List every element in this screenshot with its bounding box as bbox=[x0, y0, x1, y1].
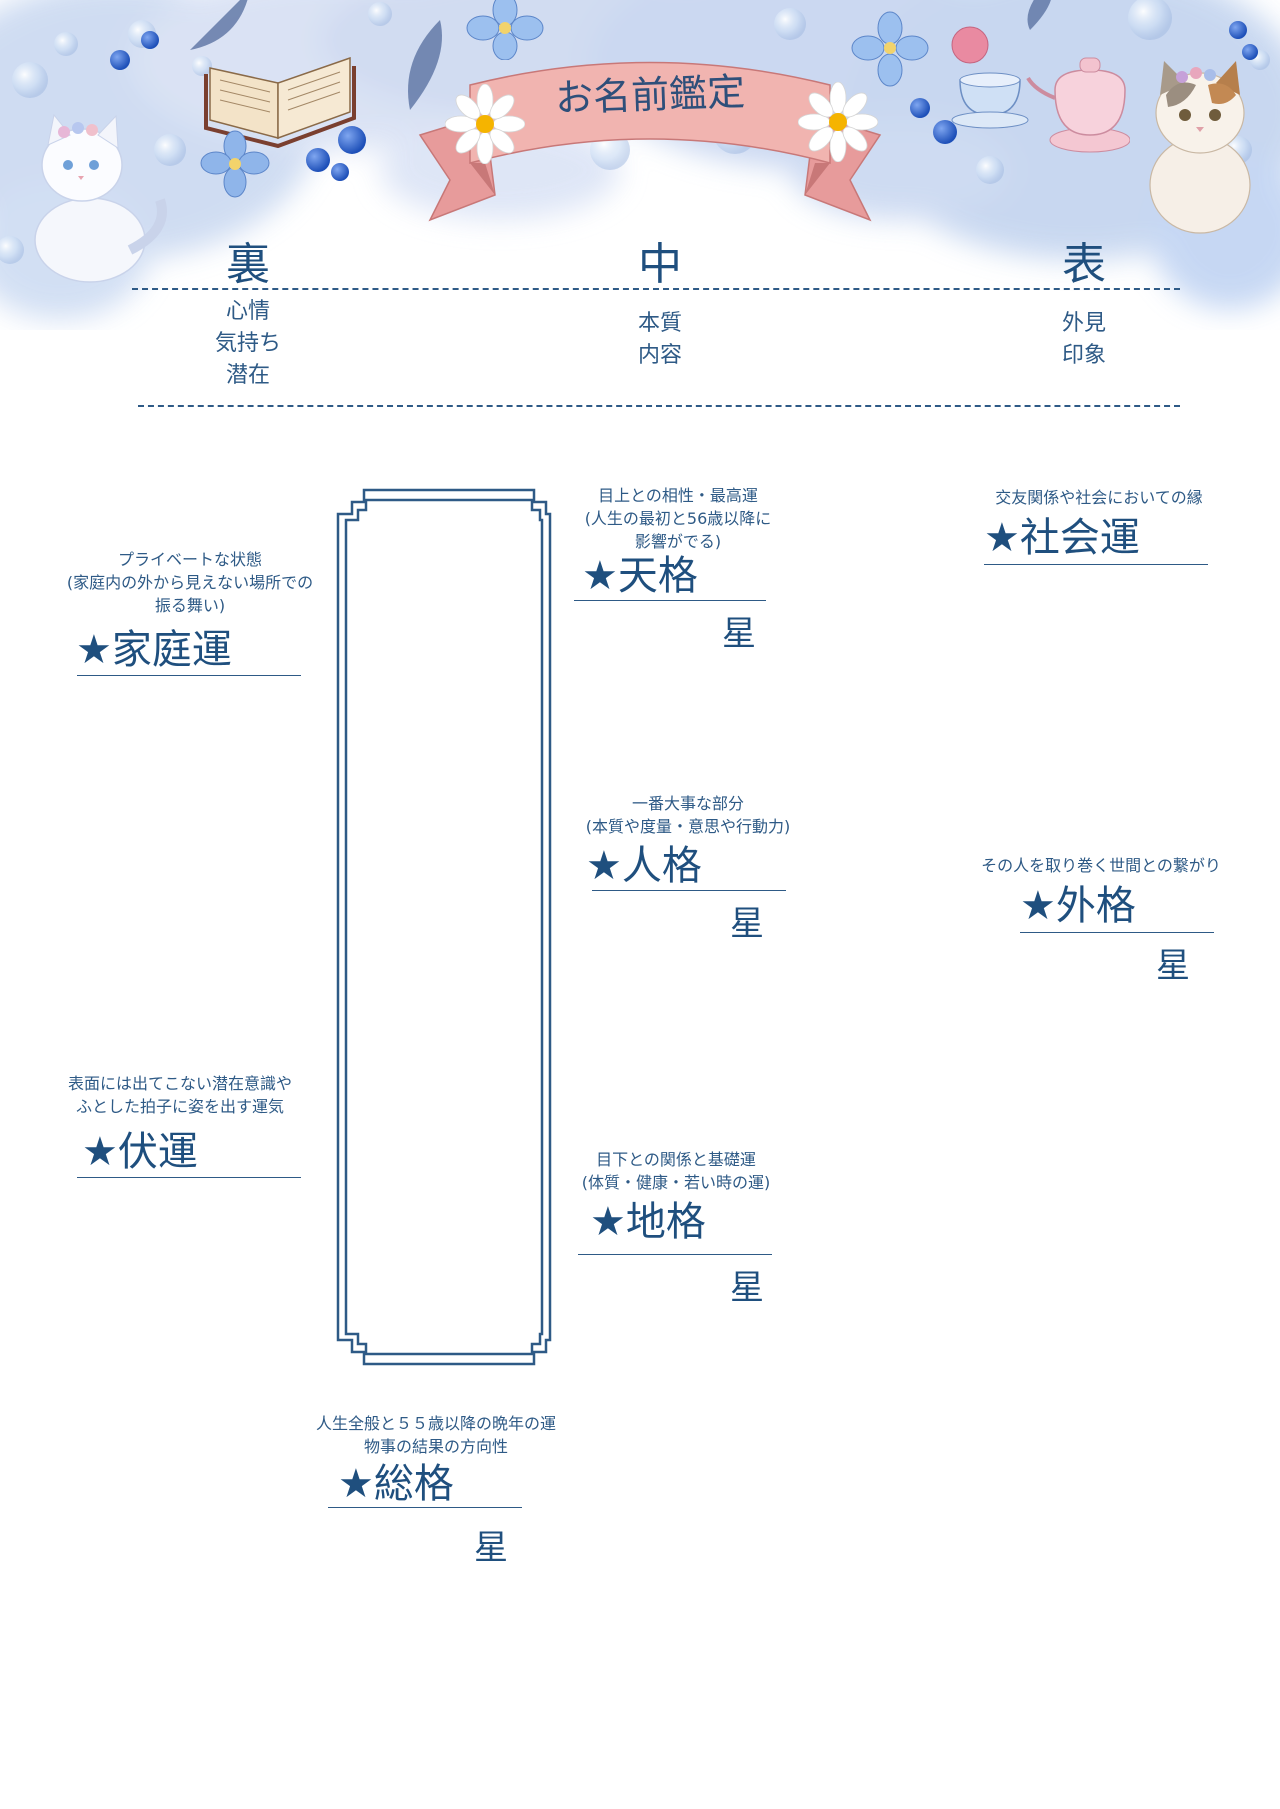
desc-line: 潜在 bbox=[225, 363, 270, 388]
gaikaku-label: ★外格 bbox=[1020, 883, 1136, 929]
tenkaku-label: ★天格 bbox=[582, 553, 698, 599]
jinkaku-unit: 星 bbox=[730, 904, 764, 944]
fuku-underline[interactable] bbox=[77, 1177, 301, 1178]
jinkaku-label: ★人格 bbox=[586, 843, 702, 889]
note-line: プライベートな状態 bbox=[117, 550, 262, 569]
column-heading-back: 裏 bbox=[226, 239, 270, 290]
divider-top bbox=[132, 288, 1180, 290]
sokaku-underline[interactable] bbox=[328, 1507, 522, 1508]
note-line: 目上との相性・最高運 bbox=[598, 486, 758, 505]
jinkaku-note: 一番大事な部分 (本質や度量・意思や行動力) bbox=[578, 792, 798, 838]
column-heading-front: 表 bbox=[1062, 239, 1106, 290]
fuku-note: 表面には出てこない潜在意識や ふとした拍子に姿を出す運気 bbox=[56, 1072, 304, 1118]
note-line: (家庭内の外から見えない場所での bbox=[66, 573, 314, 592]
flower-icon bbox=[466, 0, 544, 60]
desc-line: 印象 bbox=[1061, 343, 1106, 368]
shakai-underline[interactable] bbox=[984, 564, 1208, 565]
fuku-label: ★伏運 bbox=[82, 1129, 198, 1175]
daisy-icon bbox=[445, 84, 525, 164]
note-line: ふとした拍子に姿を出す運気 bbox=[75, 1097, 284, 1116]
sokaku-unit: 星 bbox=[474, 1528, 508, 1568]
note-line: 人生全般と５５歳以降の晩年の運 bbox=[315, 1414, 556, 1433]
desc-line: 心情 bbox=[225, 299, 270, 324]
page-title: お名前鑑定 bbox=[554, 69, 746, 121]
book-icon bbox=[204, 56, 356, 148]
flower-icon bbox=[200, 130, 270, 198]
tenkaku-unit: 星 bbox=[722, 614, 756, 654]
daisy-icon bbox=[798, 82, 878, 162]
sokaku-label: ★総格 bbox=[338, 1461, 454, 1507]
gaikaku-unit: 星 bbox=[1156, 946, 1190, 986]
desc-line: 内容 bbox=[637, 343, 682, 368]
note-line: 影響がでる) bbox=[634, 532, 722, 551]
cat-calico-icon bbox=[1149, 61, 1251, 234]
jinkaku-underline[interactable] bbox=[592, 890, 786, 891]
tenkaku-note: 目上との相性・最高運 (人生の最初と56歳以降に 影響がでる) bbox=[578, 484, 778, 553]
cat-white-icon bbox=[34, 113, 167, 283]
divider-bottom bbox=[138, 405, 1180, 407]
chikaku-label: ★地格 bbox=[590, 1199, 706, 1245]
column-heading-middle: 中 bbox=[638, 239, 682, 290]
gaikaku-underline[interactable] bbox=[1020, 932, 1214, 933]
gaikaku-note: その人を取り巻く世間との繋がり bbox=[970, 854, 1232, 877]
chikaku-unit: 星 bbox=[730, 1268, 764, 1308]
teapot-icon bbox=[951, 26, 1130, 153]
column-desc-back: 心情 気持ち 潜在 bbox=[168, 296, 328, 392]
tenkaku-underline[interactable] bbox=[574, 600, 766, 601]
desc-line: 外見 bbox=[1061, 311, 1106, 336]
note-line: 目下との関係と基礎運 bbox=[596, 1150, 756, 1169]
column-desc-front: 外見 印象 bbox=[1004, 308, 1164, 372]
note-line: 物事の結果の方向性 bbox=[363, 1437, 508, 1456]
desc-line: 気持ち bbox=[214, 331, 281, 356]
note-line: 一番大事な部分 bbox=[631, 794, 744, 813]
chikaku-underline[interactable] bbox=[578, 1254, 772, 1255]
note-line: 振る舞い) bbox=[154, 596, 226, 615]
flower-icon bbox=[851, 11, 929, 87]
katei-underline[interactable] bbox=[77, 675, 301, 676]
note-line: (体質・健康・若い時の運) bbox=[581, 1173, 771, 1192]
note-line: (本質や度量・意思や行動力) bbox=[585, 817, 791, 836]
chikaku-note: 目下との関係と基礎運 (体質・健康・若い時の運) bbox=[574, 1148, 778, 1194]
note-line: その人を取り巻く世間との繋がり bbox=[981, 856, 1221, 875]
column-desc-middle: 本質 内容 bbox=[580, 308, 740, 372]
desc-line: 本質 bbox=[637, 311, 682, 336]
sokaku-note: 人生全般と５５歳以降の晩年の運 物事の結果の方向性 bbox=[300, 1412, 572, 1458]
name-frame[interactable] bbox=[336, 488, 562, 1368]
shakai-label: ★社会運 bbox=[984, 515, 1140, 561]
note-line: 交友関係や社会においての縁 bbox=[995, 488, 1203, 507]
katei-label: ★家庭運 bbox=[76, 627, 232, 673]
shakai-note: 交友関係や社会においての縁 bbox=[984, 486, 1214, 509]
note-line: 表面には出てこない潜在意識や bbox=[67, 1074, 292, 1093]
note-line: (人生の最初と56歳以降に bbox=[584, 509, 772, 528]
katei-note: プライベートな状態 (家庭内の外から見えない場所での 振る舞い) bbox=[54, 548, 326, 617]
